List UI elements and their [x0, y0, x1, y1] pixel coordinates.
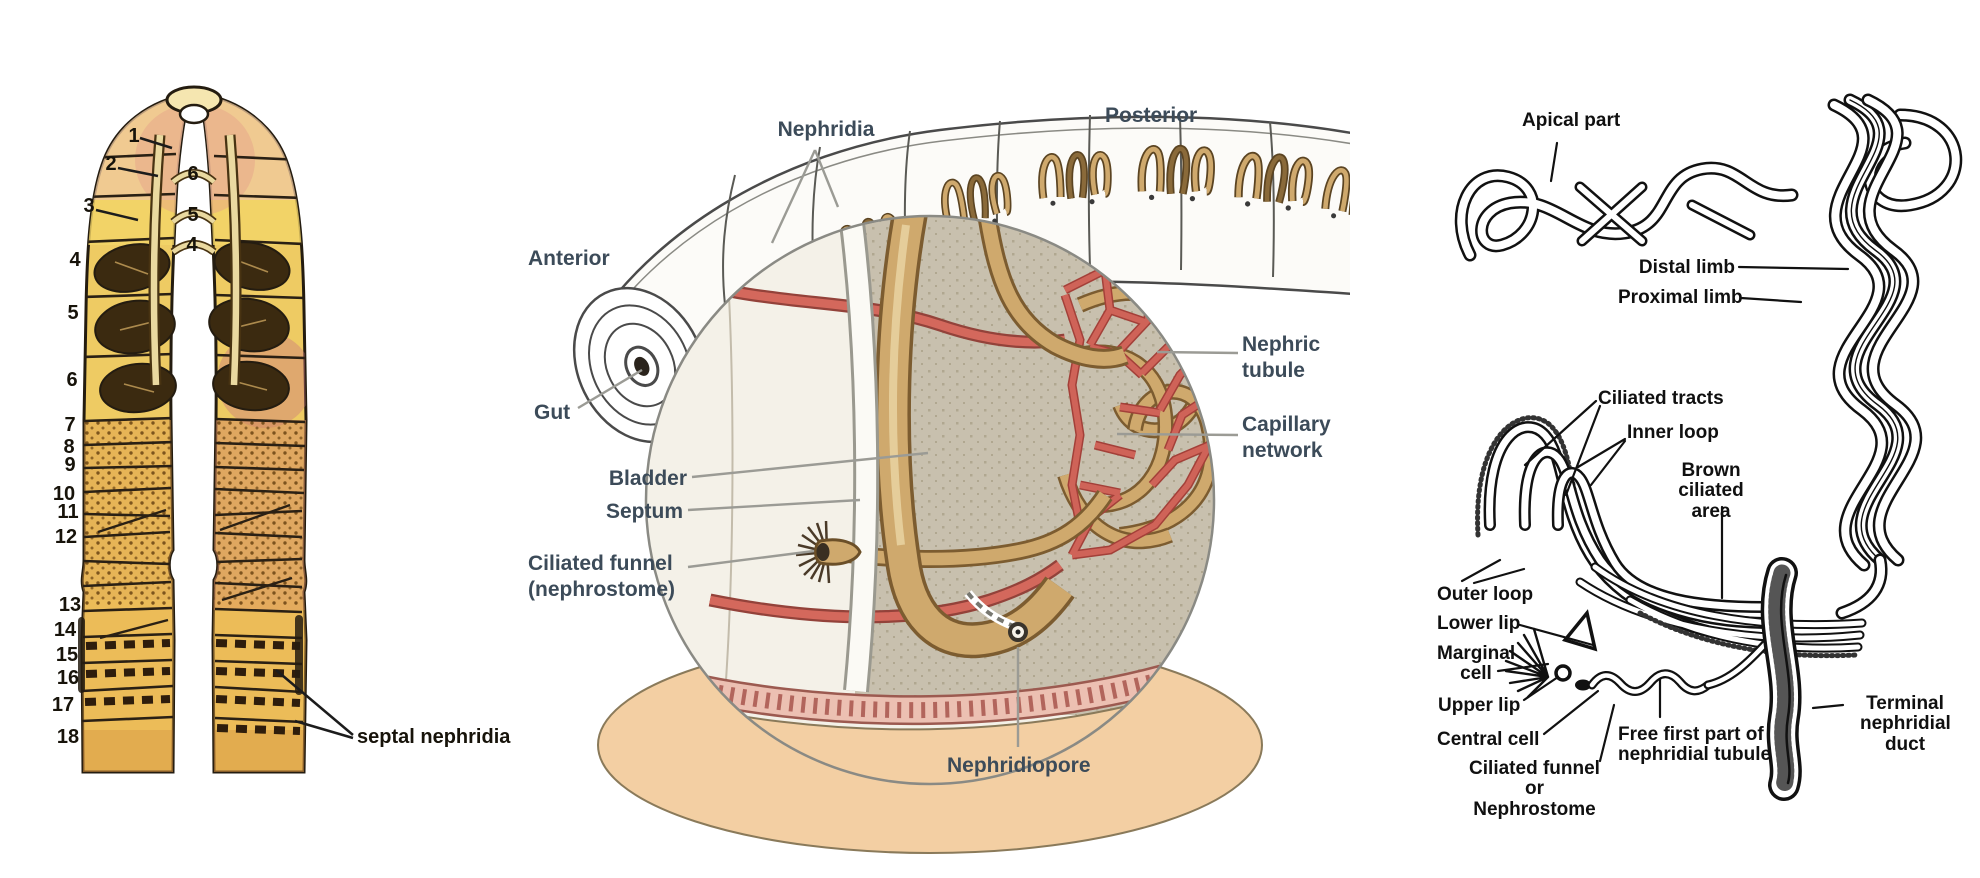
nephric-tubule-label: Nephric tubule — [1242, 333, 1321, 382]
outer-segment-number: 13 — [58, 594, 82, 616]
outer-segment-number: 7 — [64, 414, 76, 436]
nephridia-mass-speckle — [114, 259, 269, 393]
ciliated-funnel-nephrostome-label: Ciliated funnel or Nephrostome — [1469, 758, 1600, 820]
limb-bundle — [1827, 93, 1963, 620]
right-panel-nephridium-lineart: Apical part Distal limb Proximal limb Ci… — [1430, 55, 1980, 870]
proximal-limb-label: Proximal limb — [1618, 287, 1743, 308]
nephrostome-funnel — [795, 520, 862, 584]
outer-segment-number: 5 — [67, 302, 79, 324]
nephridia-label: Nephridia — [777, 118, 875, 141]
gut-label: Gut — [534, 401, 571, 424]
right-leader-lines — [1460, 141, 1850, 763]
clitellum-edge-left — [78, 617, 85, 693]
inner-segment-number: 6 — [187, 163, 199, 185]
outer-segment-number: 18 — [56, 726, 80, 748]
outer-segment-number: 17 — [51, 694, 75, 716]
brown-ciliated-area-label: Brown ciliated area — [1678, 460, 1744, 522]
outer-segment-number: 10 — [52, 483, 76, 505]
outer-segment-number: 9 — [64, 454, 76, 476]
middle-leader-lines — [577, 149, 1239, 747]
outer-segment-number: 14 — [53, 619, 77, 641]
ciliated-tracts-label: Ciliated tracts — [1598, 388, 1724, 409]
inner-loop-label: Inner loop — [1627, 422, 1719, 443]
prostomium — [165, 85, 223, 125]
outer-segment-number: 3 — [83, 195, 95, 217]
outer-segment-number: 16 — [56, 667, 80, 689]
free-first-part-label: Free first part of nephridial tubule — [1618, 724, 1772, 766]
outer-segment-number: 15 — [55, 644, 79, 666]
distal-limb-label: Distal limb — [1638, 257, 1735, 278]
upper-lip-label: Upper lip — [1438, 695, 1521, 716]
terminal-nephridial-duct-label: Terminal nephridial duct — [1860, 693, 1951, 755]
posterior-label: Posterior — [1105, 104, 1198, 127]
anterior-label: Anterior — [528, 247, 610, 270]
apical-part-loops — [1454, 161, 1799, 262]
outer-segment-number: 2 — [105, 153, 117, 175]
left-leader-lines — [95, 136, 354, 740]
outer-segment-number: 1 — [128, 125, 140, 147]
septal-nephridia-label: septal nephridia — [357, 726, 511, 748]
terminal-duct — [1760, 557, 1802, 801]
right-illustration — [1454, 93, 1963, 801]
outer-segment-number: 11 — [57, 501, 79, 523]
outer-segment-number: 8 — [63, 436, 75, 458]
middle-illustration — [572, 114, 1350, 854]
capillary-network-label: Capillary network — [1242, 413, 1331, 462]
middle-panel-nephridium-color: Nephridia Anterior Posterior Gut Bladder… — [520, 55, 1350, 855]
apical-part-label: Apical part — [1522, 110, 1621, 131]
magnifier-ring — [644, 214, 1216, 786]
bladder-label: Bladder — [608, 467, 687, 490]
outer-segment-number: 12 — [54, 526, 78, 548]
outer-segment-number: 6 — [66, 369, 78, 391]
outer-segment-number: 4 — [69, 249, 81, 271]
inner-segment-number: 5 — [187, 204, 199, 226]
inner-segment-number: 4 — [186, 234, 198, 256]
nephrostome-complex — [1504, 609, 1773, 699]
septal-nephridia-rows — [84, 639, 301, 735]
central-cell-label: Central cell — [1437, 729, 1540, 750]
outer-inner-loops — [1475, 415, 1867, 659]
left-worm-illustration — [78, 85, 354, 774]
septum-label: Septum — [605, 500, 683, 523]
ciliated-funnel-label: Ciliated funnel (nephrostome) — [528, 552, 675, 601]
nephridiopore-label: Nephridiopore — [947, 754, 1091, 777]
marginal-cell-label: Marginal cell — [1437, 643, 1516, 685]
lower-lip-label: Lower lip — [1437, 613, 1521, 634]
outer-loop-label: Outer loop — [1437, 584, 1534, 605]
descending-tubules — [148, 134, 242, 386]
clitellum-edge-right — [295, 615, 303, 695]
